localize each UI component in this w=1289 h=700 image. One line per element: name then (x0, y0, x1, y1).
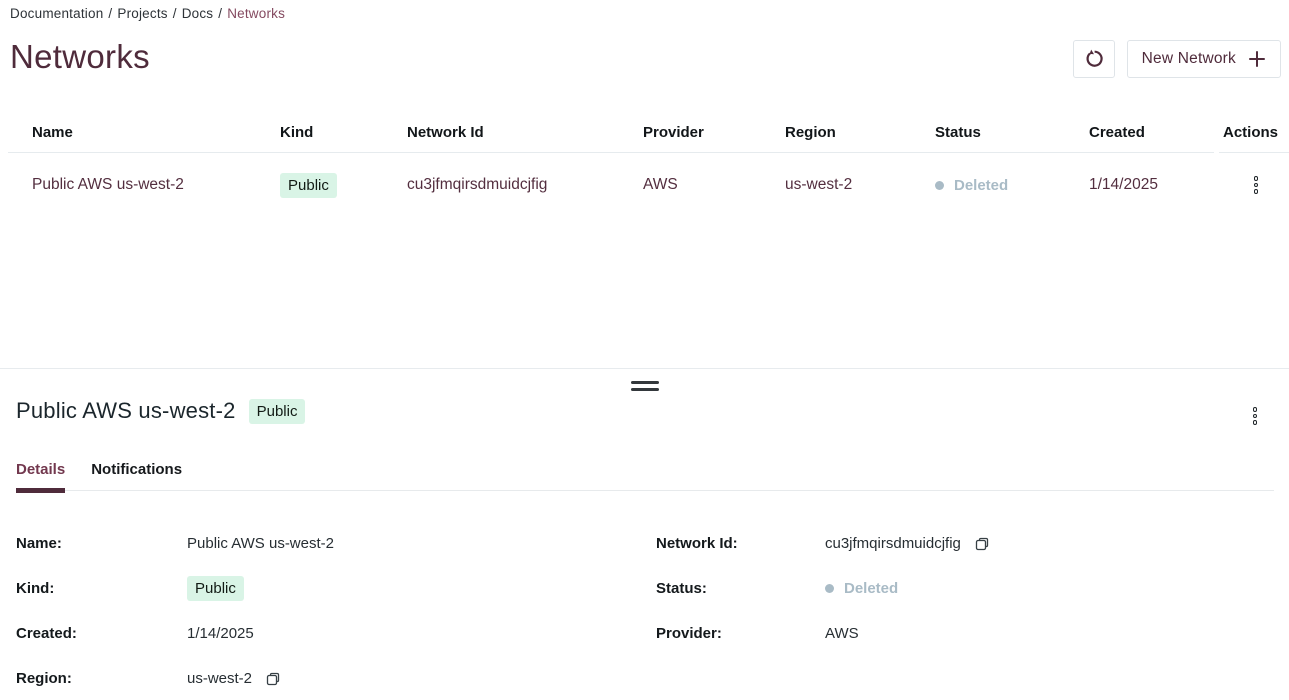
copy-network-id-button[interactable] (975, 537, 989, 551)
drawer-kebab-menu-button[interactable] (1247, 401, 1264, 431)
breadcrumb-docs[interactable]: Docs (181, 6, 214, 21)
refresh-icon (1083, 48, 1105, 70)
drawer-drag-handle[interactable] (627, 379, 663, 393)
details-grid: Name: Public AWS us-west-2 Network Id: c… (16, 521, 1273, 700)
detail-name: Name: Public AWS us-west-2 (16, 521, 656, 566)
detail-status-label: Status: (656, 580, 707, 597)
row-name-cell: Public AWS us-west-2 (32, 176, 280, 194)
detail-created-label: Created: (16, 625, 77, 642)
detail-network-id: Network Id: cu3jfmqirsdmuidcjfig (656, 521, 1273, 566)
detail-region-label: Region: (16, 670, 72, 687)
plus-icon (1248, 50, 1266, 68)
row-kebab-menu-button[interactable] (1248, 170, 1265, 200)
detail-created: Created: 1/14/2025 (16, 611, 656, 656)
column-header-region: Region (785, 123, 836, 141)
column-header-created: Created (1089, 123, 1145, 141)
kind-badge: Public (280, 172, 337, 198)
drawer-tabs: Details Notifications (16, 461, 1274, 493)
status-dot-icon (825, 584, 834, 593)
table-header-row: Name Kind Network Id Provider Region Sta… (8, 112, 1289, 153)
tab-details[interactable]: Details (16, 461, 66, 493)
column-header-kind: Kind (280, 123, 314, 141)
new-network-button[interactable]: New Network (1126, 40, 1281, 78)
detail-network-id-value: cu3jfmqirsdmuidcjfig (825, 535, 961, 552)
detail-kind-badge: Public (187, 576, 244, 601)
detail-status-value: Deleted (844, 580, 899, 597)
header-border-gap (1214, 151, 1219, 153)
column-header-actions: Actions (1223, 123, 1279, 141)
page-title: Networks (10, 38, 150, 75)
new-network-button-label: New Network (1141, 50, 1236, 67)
table-row[interactable]: Public AWS us-west-2 Public cu3jfmqirsdm… (8, 153, 1289, 217)
drawer-header: Public AWS us-west-2 Public (16, 398, 306, 424)
networks-table: Name Kind Network Id Provider Region Sta… (8, 112, 1289, 217)
breadcrumb-separator: / (108, 6, 113, 21)
row-provider-cell: AWS (643, 176, 678, 193)
drawer-kind-badge: Public (248, 398, 306, 424)
detail-provider-value: AWS (825, 625, 859, 642)
detail-region: Region: us-west-2 (16, 656, 656, 700)
breadcrumb: Documentation / Projects / Docs / Networks (10, 6, 285, 21)
detail-provider-label: Provider: (656, 625, 722, 642)
column-header-network-id: Network Id (407, 123, 484, 141)
kebab-menu-icon (1253, 176, 1259, 194)
detail-kind-label: Kind: (16, 580, 55, 597)
kebab-menu-icon (1252, 407, 1257, 425)
detail-region-value: us-west-2 (187, 670, 253, 687)
detail-created-value: 1/14/2025 (187, 625, 254, 642)
detail-name-value: Public AWS us-west-2 (187, 535, 334, 552)
breadcrumb-current-networks: Networks (227, 6, 286, 21)
refresh-button[interactable] (1072, 40, 1115, 78)
copy-icon (266, 672, 280, 686)
header-actions: New Network (1072, 40, 1281, 78)
column-header-status: Status (935, 123, 981, 141)
row-region-cell: us-west-2 (785, 176, 853, 193)
drawer-title: Public AWS us-west-2 (16, 398, 236, 423)
detail-status: Status: Deleted (656, 566, 1273, 611)
breadcrumb-projects[interactable]: Projects (117, 6, 168, 21)
detail-provider: Provider: AWS (656, 611, 1273, 656)
row-network-id-cell: cu3jfmqirsdmuidcjfig (407, 176, 548, 193)
row-kind-cell: Public (280, 172, 407, 198)
breadcrumb-separator: / (172, 6, 177, 21)
breadcrumb-separator: / (218, 6, 223, 21)
row-created-cell: 1/14/2025 (1089, 176, 1158, 193)
copy-region-button[interactable] (266, 672, 280, 686)
detail-empty-cell (656, 656, 1273, 700)
column-header-name: Name (32, 123, 73, 141)
breadcrumb-documentation[interactable]: Documentation (10, 6, 104, 21)
tab-notifications[interactable]: Notifications (91, 461, 183, 478)
copy-icon (975, 537, 989, 551)
detail-kind: Kind: Public (16, 566, 656, 611)
column-header-provider: Provider (643, 123, 704, 141)
detail-network-id-label: Network Id: (656, 535, 738, 552)
row-actions-cell (1223, 170, 1289, 200)
network-name: Public AWS us-west-2 (32, 176, 184, 193)
detail-name-label: Name: (16, 535, 62, 552)
status-text: Deleted (954, 176, 1009, 194)
row-status-cell: Deleted (935, 177, 1089, 194)
status-dot-icon (935, 180, 944, 190)
detail-drawer: Public AWS us-west-2 Public Details Noti… (0, 368, 1289, 700)
